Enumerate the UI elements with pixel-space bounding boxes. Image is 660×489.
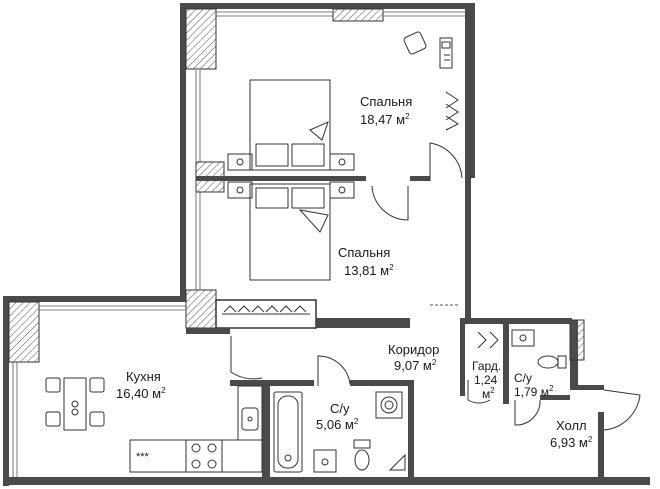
stove-icon bbox=[185, 439, 223, 473]
toilet-icon bbox=[537, 355, 567, 369]
wardrobe-name: Гард. bbox=[472, 359, 501, 373]
bed-icon bbox=[227, 181, 355, 281]
corridor-name: Коридор bbox=[388, 342, 439, 357]
washing-machine-icon bbox=[375, 391, 403, 419]
hanger-icon bbox=[222, 305, 310, 315]
desk-icon bbox=[439, 37, 453, 69]
sink-icon bbox=[511, 329, 535, 347]
hall-area: 6,93 м2 bbox=[550, 435, 593, 450]
wardrobe-area: 1,24 bbox=[474, 373, 498, 387]
bath-area: 5,06 м2 bbox=[316, 417, 359, 432]
outer-walls bbox=[3, 3, 650, 486]
dining-table-icon bbox=[45, 377, 105, 431]
bedroom1-name: Спальня bbox=[360, 94, 412, 109]
hanger-icon bbox=[445, 91, 459, 131]
bed-icon bbox=[227, 79, 355, 171]
wc-name: С/у bbox=[514, 371, 532, 385]
toilet-icon bbox=[353, 439, 406, 471]
bath-name: С/у bbox=[330, 401, 350, 416]
windows bbox=[12, 11, 465, 477]
hanger-icon bbox=[477, 331, 499, 349]
chair-icon bbox=[403, 31, 427, 55]
sink-icon bbox=[241, 407, 259, 431]
door-swing-icon bbox=[230, 142, 641, 431]
stove-label: *** bbox=[136, 451, 150, 463]
interior-walls bbox=[186, 176, 604, 480]
wc-area: 1,79 м2 bbox=[514, 384, 554, 399]
sink-icon bbox=[313, 449, 337, 473]
corridor-area: 9,07 м2 bbox=[394, 358, 437, 373]
wardrobe-unit: м2 bbox=[482, 386, 495, 401]
hall-name: Холл bbox=[556, 418, 587, 433]
kitchen-area: 16,40 м2 bbox=[116, 386, 166, 401]
bedroom1-area: 18,47 м2 bbox=[360, 112, 410, 127]
bedroom2-area: 13,81 м2 bbox=[344, 263, 394, 278]
bedroom2-name: Спальня bbox=[338, 245, 390, 260]
bathtub-icon bbox=[273, 391, 303, 473]
kitchen-name: Кухня bbox=[126, 369, 161, 384]
